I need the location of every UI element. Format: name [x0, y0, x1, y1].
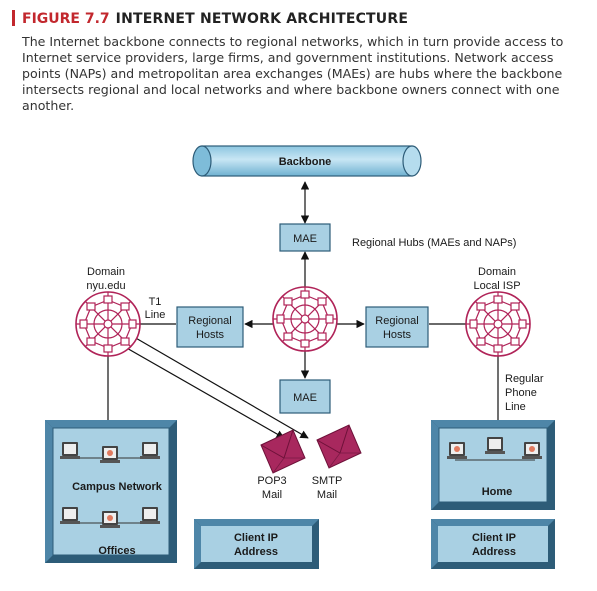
office-pc-icon: [60, 507, 80, 524]
campus-pc-icon: [60, 442, 80, 459]
regional-hosts-left-line2: Hosts: [196, 329, 225, 341]
caption-accent-bar: [12, 10, 15, 26]
client-ip-right-line1: Client IP: [472, 532, 516, 544]
domain-nyu-hub-icon: [75, 291, 141, 357]
pop3-link-arrow: [124, 346, 285, 439]
phone-line-label-2: Phone: [505, 387, 537, 399]
home-pc-icon: [485, 437, 505, 454]
domain-right-name: Local ISP: [473, 280, 520, 292]
regional-hosts-left: Regional Hosts: [176, 306, 244, 348]
regional-hosts-right-line2: Hosts: [383, 329, 412, 341]
phone-line-label-3: Line: [505, 401, 526, 413]
domain-right-label: Domain: [478, 266, 516, 278]
smtp-link-arrow: [133, 336, 309, 439]
figure-description: The Internet backbone connects to region…: [22, 34, 564, 113]
pop3-mail-envelope-icon: [260, 429, 306, 474]
mae-bottom-label: MAE: [293, 392, 317, 404]
backbone-cylinder: Backbone: [192, 145, 422, 177]
active-screen-icon: [107, 450, 113, 456]
figure-number: FIGURE 7.7: [22, 11, 110, 27]
active-screen-icon: [454, 446, 460, 452]
client-ip-left-line2: Address: [234, 546, 278, 558]
domain-isp-hub-icon: [465, 291, 531, 357]
active-screen-icon: [529, 446, 535, 452]
regional-hosts-right: Regional Hosts: [365, 306, 429, 348]
domain-left-label: Domain: [87, 266, 125, 278]
pop3-label: POP3: [257, 475, 286, 487]
home-label: Home: [482, 486, 513, 498]
client-ip-box-right: Client IP Address: [431, 519, 555, 569]
offices-label: Offices: [98, 545, 135, 557]
campus-network-label: Campus Network: [72, 481, 163, 493]
mae-top-label: MAE: [293, 233, 317, 245]
t1-label: T1: [149, 296, 162, 308]
client-ip-left-line1: Client IP: [234, 532, 278, 544]
home-panel: Home: [431, 420, 555, 510]
regional-hosts-left-line1: Regional: [188, 315, 231, 327]
campus-network-panel: Campus Network Offices: [45, 420, 177, 563]
pop3-mail-label: Mail: [262, 489, 282, 501]
figure-title: INTERNET NETWORK ARCHITECTURE: [115, 11, 409, 27]
phone-line-label-1: Regular: [505, 373, 544, 385]
backbone-label: Backbone: [279, 156, 332, 168]
domain-left-name: nyu.edu: [86, 280, 125, 292]
campus-pc-icon: [140, 442, 160, 459]
active-screen-icon: [107, 515, 113, 521]
office-pc-icon: [140, 507, 160, 524]
mae-box-top: MAE: [279, 223, 331, 252]
regional-hubs-label: Regional Hubs (MAEs and NAPs): [352, 237, 516, 249]
client-ip-box-left: Client IP Address: [194, 519, 319, 569]
smtp-mail-envelope-icon: [316, 424, 362, 469]
mae-box-bottom: MAE: [279, 379, 331, 414]
regional-hub-icon: [272, 286, 338, 352]
smtp-mail-label: Mail: [317, 489, 337, 501]
figure-heading: FIGURE 7.7 INTERNET NETWORK ARCHITECTURE: [22, 10, 408, 28]
client-ip-right-line2: Address: [472, 546, 516, 558]
connection-lines: [107, 181, 499, 439]
regional-hosts-right-line1: Regional: [375, 315, 418, 327]
smtp-label: SMTP: [312, 475, 343, 487]
t1-line-label: Line: [145, 309, 166, 321]
